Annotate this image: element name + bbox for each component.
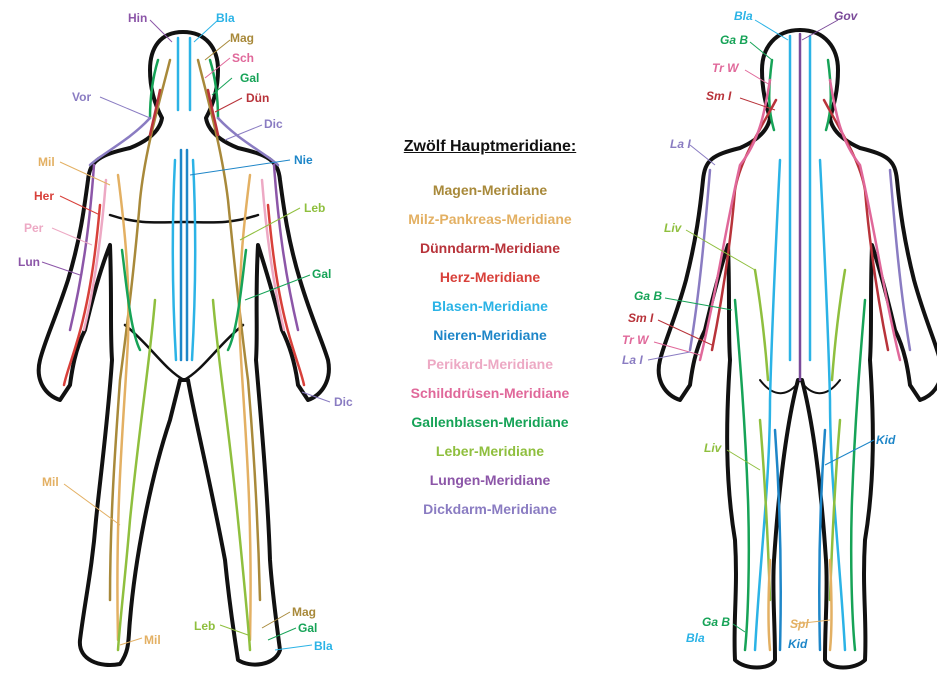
back-label-kid-foot: Kid [788,637,808,651]
back-label-liv-arm: Liv [664,221,683,235]
back-label-lai-shoulder: La I [670,137,691,151]
legend-item-dickdarm: Dickdarm-Meridiane [370,495,610,524]
front-labels: Hin Bla Mag Sch Gal Dün Vor Dic Nie Mil … [18,11,353,653]
back-leader-lines [648,20,874,632]
front-label-mil-foot: Mil [144,633,161,647]
back-label-gab-arm: Ga B [634,289,662,303]
legend-list: Magen-Meridiane Milz-Pankreas-Meridiane … [370,176,610,524]
front-label-hin: Hin [128,11,147,25]
back-label-trw-arm: Tr W [622,333,650,347]
legend-item-blasen: Blasen-Meridiane [370,292,610,321]
legend-item-duenndarm: Dünndarm-Meridiane [370,234,610,263]
back-labels: Bla Gov Ga B Tr W Sm I La I Liv Ga B Sm … [622,9,896,651]
legend-item-leber: Leber-Meridiane [370,437,610,466]
back-label-lai-arm: La I [622,353,643,367]
front-label-mag-foot: Mag [292,605,316,619]
back-label-bla-head: Bla [734,9,753,23]
front-label-bla-foot: Bla [314,639,333,653]
front-body-outline [39,32,329,665]
back-label-smi-head: Sm I [706,89,732,103]
front-label-dic-hand: Dic [334,395,353,409]
front-chest-line [110,215,258,222]
legend-item-milz: Milz-Pankreas-Meridiane [370,205,610,234]
back-body-outline [659,30,937,668]
legend-title: Zwölf Hauptmeridiane: [370,138,610,156]
back-label-gab-foot: Ga B [702,615,730,629]
legend-item-gallenblasen: Gallenblasen-Meridiane [370,408,610,437]
legend-item-nieren: Nieren-Meridiane [370,321,610,350]
front-dickdarm-meridian [90,118,278,165]
legend-item-herz: Herz-Meridiane [370,263,610,292]
front-figure [39,32,329,665]
back-label-liv-leg: Liv [704,441,723,455]
front-label-gal-head: Gal [240,71,259,85]
meridian-legend: Zwölf Hauptmeridiane: Magen-Meridiane Mi… [370,138,610,524]
legend-item-schilddruesen: Schilddrüsen-Meridiane [370,379,610,408]
front-label-mag-head: Mag [230,31,254,45]
legend-item-perikard: Perikard-Meridiane [370,350,610,379]
front-label-sch: Sch [232,51,254,65]
back-figure [659,30,937,668]
front-blasen-meridian [173,38,195,360]
front-label-leb-arm: Leb [304,201,325,215]
front-label-her: Her [34,189,54,203]
front-label-duen: Dün [246,91,269,105]
front-label-gal-arm: Gal [312,267,331,281]
back-label-bla-foot: Bla [686,631,705,645]
front-label-vor: Vor [72,90,91,104]
back-label-kid-leg: Kid [876,433,896,447]
front-nieren-meridian [181,150,187,360]
front-perikard-meridian [84,180,284,330]
back-label-smi-arm: Sm I [628,311,654,325]
legend-item-magen: Magen-Meridiane [370,176,610,205]
front-label-dic-shoulder: Dic [264,117,283,131]
front-label-per: Per [24,221,44,235]
back-label-trw-head: Tr W [712,61,740,75]
back-label-gab-head: Ga B [720,33,748,47]
front-label-nie: Nie [294,153,313,167]
back-label-gov: Gov [834,9,859,23]
front-label-lun: Lun [18,255,40,269]
front-label-leb-foot: Leb [194,619,215,633]
front-label-mil-leg: Mil [42,475,59,489]
legend-item-lungen: Lungen-Meridiane [370,466,610,495]
back-label-spl: Spl [790,617,809,631]
front-label-bla-head: Bla [216,11,235,25]
front-pelvis-line [125,325,243,380]
front-label-mil-arm: Mil [38,155,55,169]
front-label-gal-foot: Gal [298,621,317,635]
